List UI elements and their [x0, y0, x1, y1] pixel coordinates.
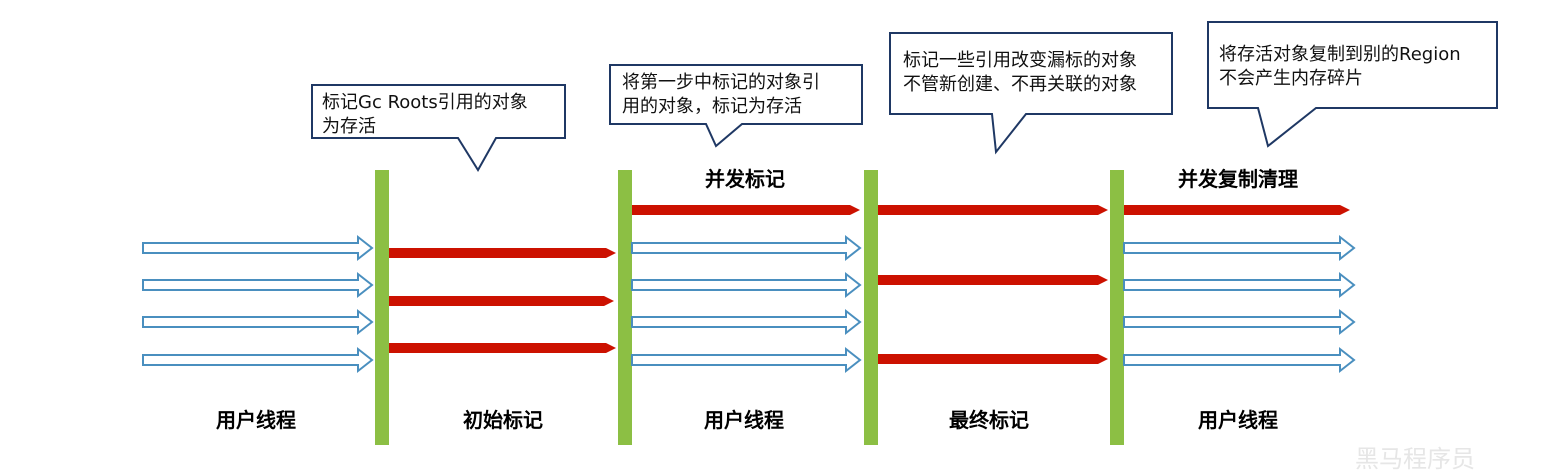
callout-2 [609, 64, 863, 148]
user-thread-arrows-3 [1123, 234, 1356, 374]
phase-label-user-thread-3: 用户线程 [1198, 408, 1278, 432]
hollow-arrow [631, 346, 862, 374]
phase-label-user-thread-2: 用户线程 [704, 408, 784, 432]
phase-label-user-thread-1: 用户线程 [216, 408, 296, 432]
callout-line: 不管新创建、不再关联的对象 [903, 74, 1137, 95]
hollow-arrow [142, 346, 374, 374]
hollow-arrow [142, 271, 374, 299]
callout-4 [1207, 21, 1498, 148]
user-thread-arrows-1 [142, 234, 374, 374]
callout-line: 为存活 [322, 116, 376, 137]
callout-line: 将第一步中标记的对象引 [622, 72, 820, 93]
callout-1 [311, 84, 566, 172]
gc-thread-arrows [389, 205, 1350, 364]
phase-label-concurrent-copy-cleanup: 并发复制清理 [1178, 167, 1298, 191]
hollow-arrow [1123, 308, 1356, 336]
callout-line: 标记一些引用改变漏标的对象 [903, 50, 1137, 71]
callout-1-text: 标记Gc Roots引用的对象 为存活 [322, 91, 528, 139]
phase-label-initial-mark: 初始标记 [463, 408, 543, 432]
hollow-arrow [631, 234, 862, 262]
hollow-arrow [142, 234, 374, 262]
barrier-1 [375, 170, 389, 445]
callout-4-text: 将存活对象复制到别的Region 不会产生内存碎片 [1219, 43, 1461, 91]
callout-3-text: 标记一些引用改变漏标的对象 不管新创建、不再关联的对象 [903, 49, 1137, 97]
user-thread-arrows-2 [631, 234, 862, 374]
watermark: 黑马程序员 [1355, 445, 1475, 473]
hollow-arrow [1123, 346, 1356, 374]
callout-line: 不会产生内存碎片 [1219, 68, 1363, 89]
callout-2-text: 将第一步中标记的对象引 用的对象，标记为存活 [622, 71, 820, 119]
callout-line: 将存活对象复制到别的Region [1219, 44, 1461, 65]
phase-label-final-mark: 最终标记 [949, 408, 1029, 432]
hollow-arrow [142, 308, 374, 336]
phase-label-concurrent-mark: 并发标记 [705, 167, 785, 191]
hollow-arrow [631, 308, 862, 336]
callout-line: 标记Gc Roots引用的对象 [322, 92, 528, 113]
hollow-arrow [1123, 271, 1356, 299]
hollow-arrow [631, 271, 862, 299]
callout-3 [889, 32, 1173, 155]
hollow-arrow [1123, 234, 1356, 262]
callout-line: 用的对象，标记为存活 [622, 96, 802, 117]
barrier-2 [618, 170, 632, 445]
barrier-4 [1110, 170, 1124, 445]
barrier-3 [864, 170, 878, 445]
